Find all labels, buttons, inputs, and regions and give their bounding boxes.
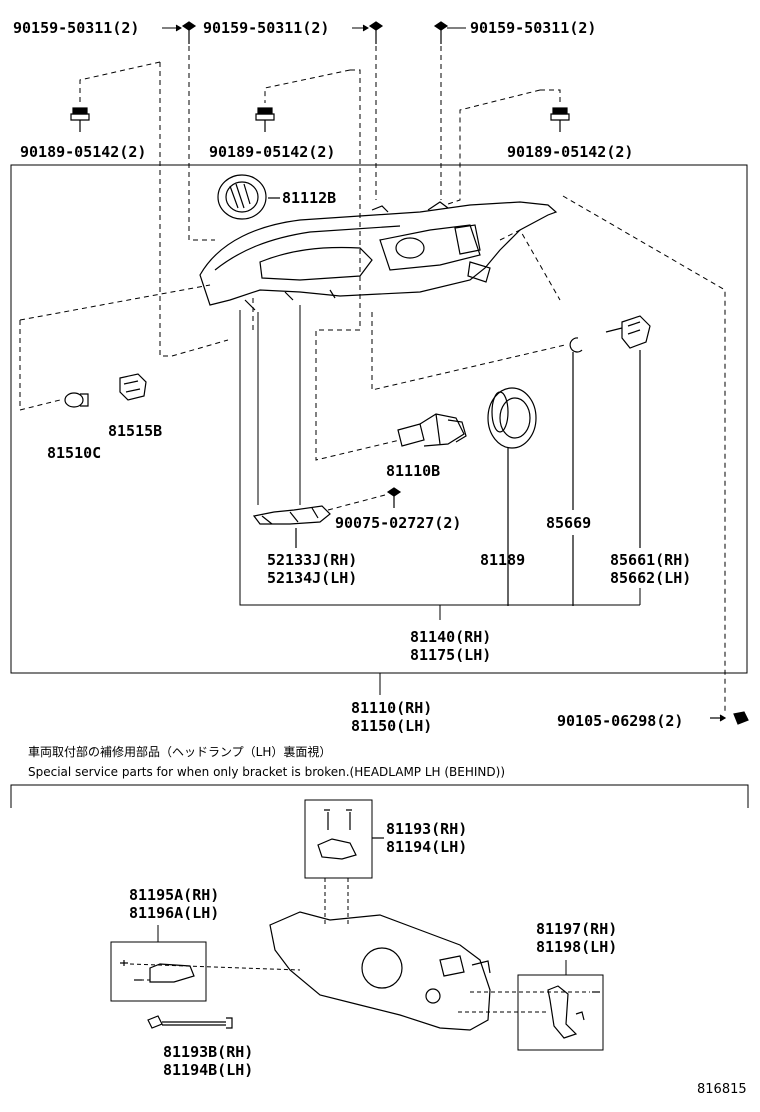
label-assy: 81110(RH) 81150(LH)	[351, 699, 432, 735]
label-cover: 81189	[480, 551, 526, 569]
bulb-small-icon	[64, 392, 89, 408]
actuator-icon	[605, 315, 651, 548]
headlamp-housing-icon	[199, 201, 558, 311]
label-actuator-rh: 85661(RH)	[610, 551, 692, 569]
label-bolt-side: 90105-06298(2)	[557, 712, 684, 730]
upper-frame	[10, 164, 748, 674]
label-clip-1: 90189-05142(2)	[20, 143, 147, 161]
side-bolt-icon	[710, 711, 749, 725]
label-rod-rh: 81193B(RH)	[163, 1043, 254, 1061]
label-bracket: 52133J(RH) 52134J(LH)	[267, 551, 357, 587]
lower-frame	[10, 784, 749, 808]
label-bracket-a-lh: 81194(LH)	[386, 838, 468, 856]
label-actuator: 85661(RH) 85662(LH)	[610, 551, 691, 587]
label-bracket-a: 81193(RH) 81194(LH)	[386, 820, 467, 856]
label-unit-rh: 81140(RH)	[410, 628, 492, 646]
label-bolt-top-2: 90159-50311(2)	[203, 19, 330, 37]
label-ring: 85669	[546, 514, 592, 532]
clip-icon	[70, 107, 570, 132]
rod-icon	[147, 1015, 233, 1029]
bracket-a-icon	[317, 809, 384, 860]
label-bracket-lh: 52134J(LH)	[267, 569, 358, 587]
bracket-icon	[252, 505, 331, 548]
label-bracket-b-lh: 81196A(LH)	[129, 904, 220, 922]
label-bracket-c-lh: 81198(LH)	[536, 938, 618, 956]
label-bulb-main: 81110B	[386, 462, 441, 480]
label-bracket-rh: 52133J(RH)	[267, 551, 358, 569]
socket-icon	[119, 373, 147, 401]
note-japanese: 車両取付部の補修用部品（ヘッドランプ（LH）裏面視）	[28, 745, 332, 759]
screw-icon	[386, 487, 402, 508]
bolt-icon	[181, 21, 449, 44]
label-bolt-top-1: 90159-50311(2)	[13, 19, 140, 37]
label-assy-lh: 81150(LH)	[351, 717, 433, 735]
cover-icon	[487, 387, 537, 606]
label-clip-2: 90189-05142(2)	[209, 143, 336, 161]
headlamp-back-icon	[269, 911, 491, 1031]
label-bracket-c-rh: 81197(RH)	[536, 920, 618, 938]
label-rod: 81193B(RH) 81194B(LH)	[163, 1043, 253, 1079]
label-bracket-a-rh: 81193(RH)	[386, 820, 468, 838]
diagram-id: 816815	[697, 1082, 747, 1097]
label-screw: 90075-02727(2)	[335, 514, 462, 532]
label-assy-rh: 81110(RH)	[351, 699, 433, 717]
label-socket: 81515B	[108, 422, 163, 440]
label-bracket-b: 81195A(RH) 81196A(LH)	[129, 886, 219, 922]
bracket-b-icon	[120, 960, 195, 983]
label-rod-lh: 81194B(LH)	[163, 1061, 254, 1079]
label-bracket-c: 81197(RH) 81198(LH)	[536, 920, 617, 956]
note-english: Special service parts for when only brac…	[28, 765, 506, 779]
label-bulb-small: 81510C	[47, 444, 102, 462]
bracket-c-icon	[547, 985, 600, 1039]
ring-icon	[569, 337, 583, 606]
label-bracket-b-rh: 81195A(RH)	[129, 886, 220, 904]
bracket-a-box	[304, 799, 373, 879]
label-actuator-lh: 85662(LH)	[610, 569, 692, 587]
label-clip-3: 90189-05142(2)	[507, 143, 634, 161]
bulb-main-icon	[397, 413, 467, 447]
label-unit: 81140(RH) 81175(LH)	[410, 628, 491, 664]
label-unit-lh: 81175(LH)	[410, 646, 492, 664]
label-bolt-top-3: 90159-50311(2)	[470, 19, 597, 37]
label-cap: 81112B	[282, 189, 337, 207]
cap-icon	[217, 174, 280, 220]
